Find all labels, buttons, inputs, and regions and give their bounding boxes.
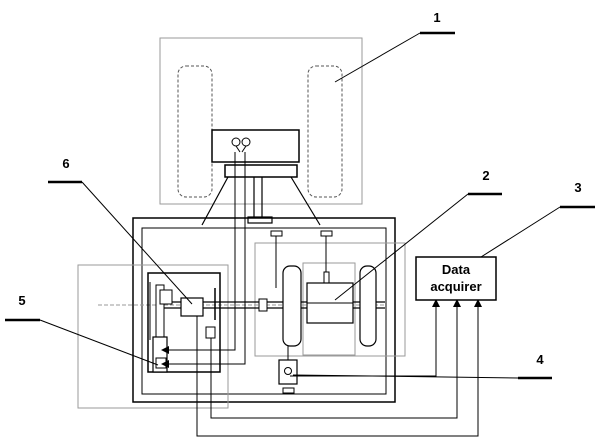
arrow-head [453, 299, 461, 307]
motor-block [180, 297, 204, 317]
callout-label-4: 4 [536, 352, 544, 367]
gear [159, 289, 173, 305]
signal-wire [167, 152, 246, 365]
center-gray-box [302, 262, 356, 356]
right-gray-box [254, 242, 406, 357]
callout-leader-4 [292, 374, 519, 379]
load-cell-base [282, 387, 295, 394]
brake-disc-left [282, 265, 302, 347]
steering-box [211, 129, 300, 163]
support-strut [290, 176, 321, 226]
vehicle-body [159, 37, 363, 205]
sensor-icon [231, 137, 251, 153]
drive-sensor [205, 326, 216, 339]
load-cell [278, 359, 298, 385]
support-strut [201, 176, 229, 226]
brake-disc-right [359, 265, 377, 347]
arrow-head [474, 299, 482, 307]
signal-wire [196, 305, 479, 437]
callout-leader-2 [334, 193, 469, 301]
left-wheel [177, 65, 213, 198]
arrow-head [161, 360, 169, 368]
arrow-head [161, 346, 169, 354]
mount-plate [224, 164, 298, 178]
signal-wire [210, 305, 458, 419]
top-sensor-left [270, 230, 283, 237]
callout-label-6: 6 [62, 156, 69, 171]
callout-leader-5 [39, 319, 159, 366]
left-gray-box [77, 264, 229, 409]
signal-wire [167, 152, 236, 351]
data-acquirer-label-line1: Data [442, 262, 471, 277]
callout-leader-3 [480, 206, 561, 258]
callout-label-1: 1 [433, 10, 440, 25]
drive-housing [147, 272, 221, 373]
callout-label-5: 5 [18, 293, 25, 308]
data-acquirer-box [415, 256, 497, 301]
arrow-head [432, 299, 440, 307]
small-sensor [323, 271, 330, 285]
data-acquirer-label-line2: acquirer [430, 279, 481, 294]
post-base [247, 216, 273, 224]
callout-label-3: 3 [574, 180, 581, 195]
coupling [258, 298, 268, 312]
callout-leader-1 [334, 32, 421, 83]
top-sensor-right [320, 230, 333, 237]
load-cell-icon [284, 367, 292, 375]
rig-inner-frame [141, 227, 387, 395]
rig-outer-frame [132, 217, 396, 403]
callout-leader-6 [81, 181, 193, 305]
callout-label-2: 2 [482, 168, 489, 183]
right-wheel [307, 65, 343, 198]
